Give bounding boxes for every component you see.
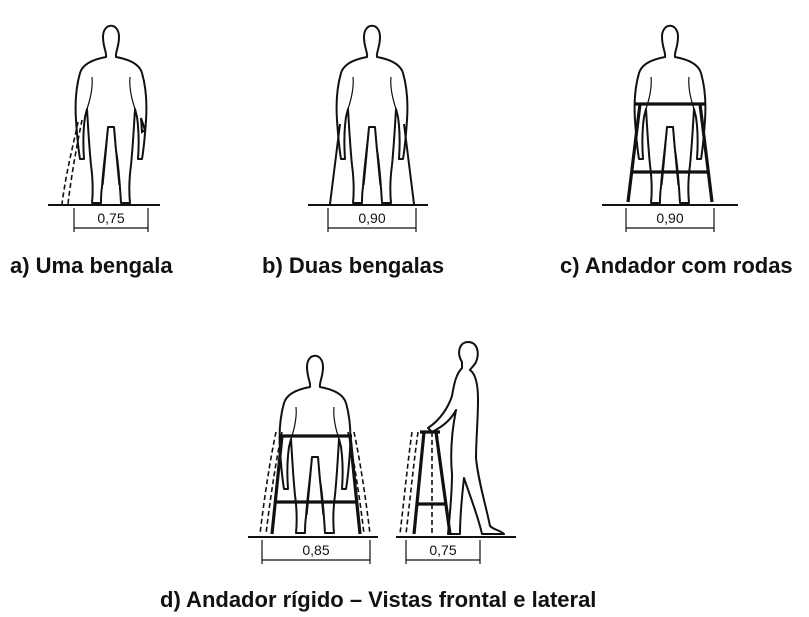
panel-a-one-cane: 0,75 a) Uma bengala (10, 24, 173, 278)
person-figure (633, 24, 707, 204)
caption-d: d) Andador rígido – Vistas frontal e lat… (160, 587, 596, 612)
cane-dashed (67, 119, 83, 205)
caption-b: b) Duas bengalas (262, 253, 444, 278)
walker-leg-right (348, 435, 362, 535)
walker-leg-right (698, 103, 714, 203)
panel-d-rigid-walker-side: 0,75 (396, 341, 516, 564)
walker-leg-back (434, 431, 452, 535)
cane-handle (140, 117, 147, 134)
person-figure (74, 24, 148, 204)
walker-leg-left (626, 103, 642, 203)
person-figure (335, 24, 409, 204)
panel-c-wheeled-walker: 0,90 c) Andador com rodas (560, 24, 793, 278)
panel-d-rigid-walker-front: 0,85 (248, 354, 378, 564)
walker-motion-dashed (399, 431, 413, 535)
dimension-label-b: 0,90 (358, 210, 385, 226)
panel-b-two-canes: 0,90 b) Duas bengalas (262, 24, 444, 278)
cane-left (329, 123, 341, 205)
walker-leg-front (412, 431, 426, 535)
dimension-label-a: 0,75 (97, 210, 124, 226)
cane-right (403, 123, 415, 205)
dimension-label-c: 0,90 (656, 210, 683, 226)
dimension-label-d-front: 0,85 (302, 542, 329, 558)
walker-motion-dashed (259, 431, 277, 535)
caption-c: c) Andador com rodas (560, 253, 793, 278)
person-figure (278, 354, 352, 534)
walker-leg-left (270, 435, 284, 535)
caption-a: a) Uma bengala (10, 253, 173, 278)
dimension-label-d-side: 0,75 (429, 542, 456, 558)
person-side-figure (427, 341, 505, 535)
